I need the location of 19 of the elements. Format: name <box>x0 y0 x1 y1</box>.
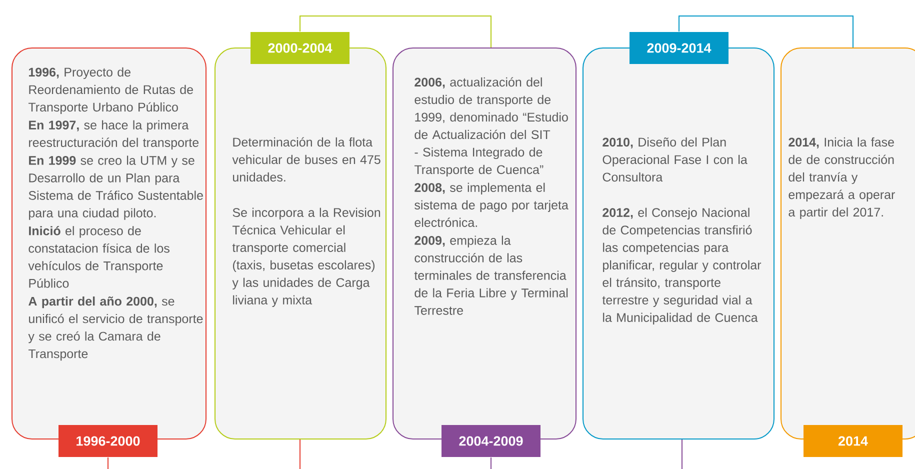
year-badge: 2000-2004 <box>250 32 350 64</box>
event-text: 2010, Diseño del Plan Operacional Fase I con la Consultora <box>602 137 748 182</box>
connector-line <box>300 16 492 48</box>
connector-line <box>108 439 300 469</box>
event-text: 2006, actualización del estudio de transporte de 1999, denominado “Estudio de Actualización del SIT - Sistema Integrado de Transporte de Cuenca” <box>414 77 568 177</box>
year-badge: 2004-2009 <box>442 425 540 457</box>
connector-line <box>678 16 854 48</box>
event-text: En 1999 se creo la UTM y se Desarrollo de un Plan para Sistema de Tráfico Sustentable para una ciudad piloto. <box>28 156 203 220</box>
event-text: 2008, se implementa el sistema de pago por tarjeta electrónica. <box>414 182 568 227</box>
event-text: 2014, Inicia la fase de de construcción del tranvía y empezará a operar a partir del 2017. <box>788 137 895 220</box>
year-badge: 2009-2014 <box>630 32 728 64</box>
event-text: Determinación de la flota vehicular de buses en 475 unidades. <box>232 137 380 182</box>
year-badge: 2014 <box>804 425 902 457</box>
event-text: Se incorpora a la Revision Técnica Vehicular el transporte comercial (taxis, busetas escolares) y las unidades de Carga liviana y mixta <box>232 208 380 307</box>
event-text: 2009, empieza la construcción de las terminales de transferencia de la Feria Libre y Terminal Terrestre <box>414 236 568 315</box>
year-badge: 1996-2000 <box>58 425 158 457</box>
event-text: A partir del año 2000, se unificó el servicio de transporte y se creó la Camara de Transporte <box>28 296 203 361</box>
connector-line <box>490 439 682 469</box>
event-text: 2012, el Consejo Nacional de Competencias transfirió las competencias para planificar, regular y controlar el tránsito, transporte terrestre y seguridad vial a la Municipalidad de Cuenca <box>602 208 762 324</box>
